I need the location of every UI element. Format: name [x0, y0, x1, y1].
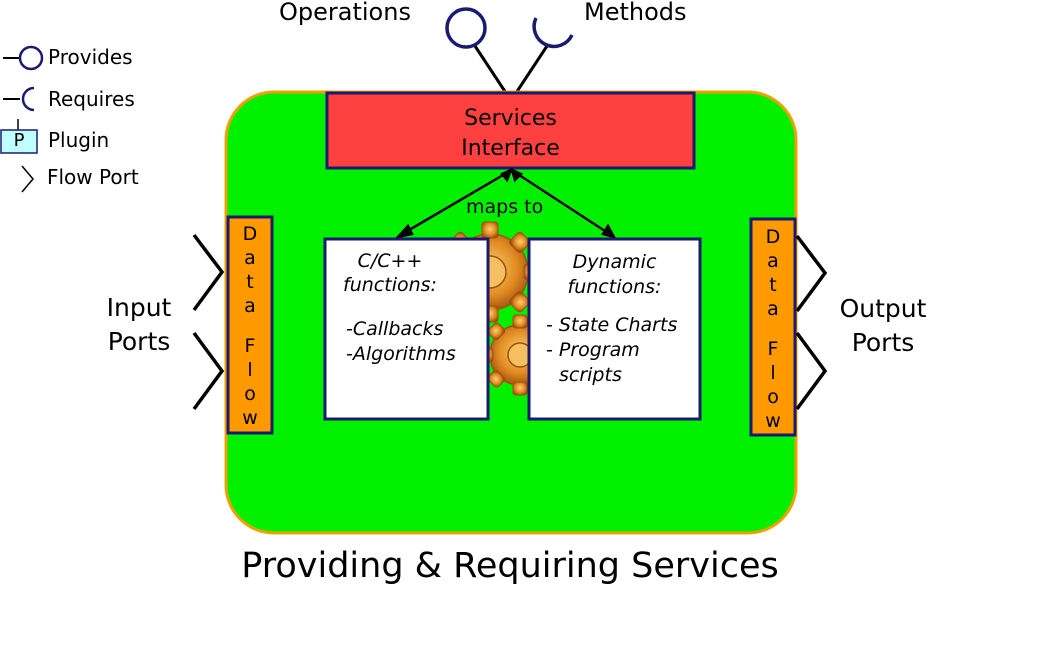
- data-flow-letter: F: [244, 335, 256, 357]
- cpp-item-callbacks: -Callbacks: [346, 318, 444, 340]
- output-flow-port-icon: [795, 234, 828, 411]
- legend-requires-label: Requires: [48, 87, 135, 111]
- output-ports-line2: Ports: [851, 328, 915, 357]
- cpp-functions-title: C/C++ functions:: [325, 249, 455, 297]
- data-flow-letter: w: [242, 407, 258, 429]
- input-ports-line1: Input: [106, 293, 172, 322]
- legend-provides-icon: [3, 45, 44, 71]
- data-flow-letter: a: [767, 250, 779, 272]
- dynamic-title-line2: functions:: [567, 276, 662, 298]
- data-flow-letter: l: [770, 362, 776, 384]
- data-flow-letter: t: [769, 274, 777, 296]
- data-flow-letter: o: [244, 383, 256, 405]
- maps-to-arrows: [394, 167, 617, 240]
- data-flow-letter: F: [767, 338, 779, 360]
- dynamic-item-state-charts: - State Charts: [546, 314, 678, 336]
- cpp-title-line2: functions:: [343, 274, 437, 296]
- dynamic-item-scripts: scripts: [559, 364, 622, 386]
- data-flow-letter: a: [244, 247, 256, 269]
- dynamic-functions-items: - State Charts - Program scripts: [546, 313, 677, 388]
- data-flow-bar-right: [749, 217, 797, 437]
- legend-plugin-label: Plugin: [48, 128, 110, 152]
- legend-plugin-symbol: P: [13, 130, 25, 151]
- legend-requires-icon: [3, 86, 35, 112]
- output-ports-line1: Output: [839, 294, 927, 323]
- cpp-functions-items: -Callbacks -Algorithms: [346, 317, 456, 367]
- data-flow-letter: a: [244, 295, 256, 317]
- data-flow-letter: D: [242, 223, 258, 245]
- input-ports-label: Input Ports: [96, 291, 182, 359]
- input-flow-port-icon: [192, 233, 225, 411]
- dynamic-functions-box: [527, 237, 702, 421]
- data-flow-letter: t: [246, 271, 254, 293]
- cpp-title-line1: C/C++: [357, 250, 423, 272]
- data-flow-letter: w: [765, 410, 781, 432]
- legend-flow-port-label: Flow Port: [47, 165, 139, 189]
- input-ports-line2: Ports: [107, 327, 171, 356]
- legend-flow-port-icon: [21, 165, 34, 193]
- dynamic-functions-title: Dynamic functions:: [529, 250, 700, 300]
- maps-to-label: maps to: [466, 196, 544, 218]
- data-flow-letter: a: [767, 298, 779, 320]
- legend-plugin-icon: [0, 119, 38, 154]
- diagram-caption: Providing & Requiring Services: [241, 546, 779, 586]
- operations-provides-icon: [445, 7, 508, 94]
- methods-label: Methods: [584, 0, 687, 26]
- data-flow-letter: D: [765, 226, 781, 248]
- data-flow-letter: l: [247, 359, 253, 381]
- legend-provides-label: Provides: [48, 45, 133, 69]
- services-interface-label: Services Interface: [327, 104, 694, 164]
- services-interface-box: [325, 91, 696, 170]
- cpp-item-algorithms: -Algorithms: [346, 343, 456, 365]
- services-interface-line2: Interface: [461, 136, 560, 161]
- dynamic-title-line1: Dynamic: [572, 251, 657, 273]
- dynamic-item-program: - Program: [546, 339, 640, 361]
- cpp-functions-box: [323, 237, 490, 421]
- operations-label: Operations: [279, 0, 411, 26]
- methods-requires-icon: [514, 17, 574, 94]
- output-ports-label: Output Ports: [830, 292, 936, 360]
- data-flow-letter: o: [767, 386, 779, 408]
- data-flow-bar-left: [226, 215, 274, 435]
- services-interface-line1: Services: [464, 106, 557, 131]
